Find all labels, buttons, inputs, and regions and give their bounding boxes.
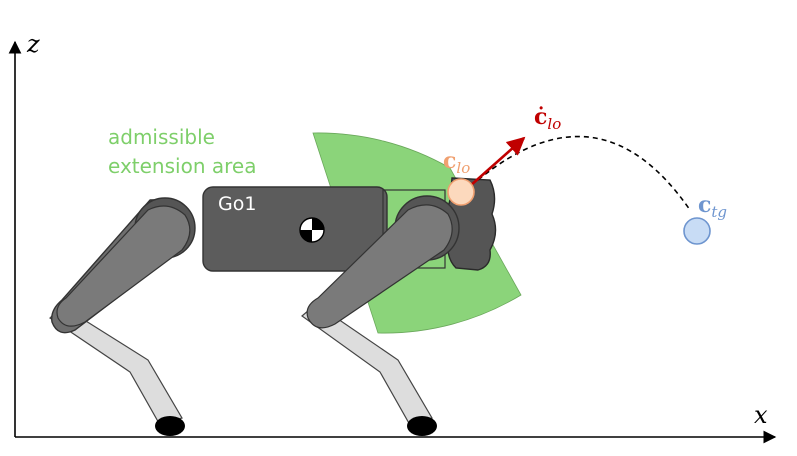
front-leg [301,195,460,436]
front-thigh [306,204,453,329]
rear-leg [49,197,196,436]
c-lo-base: c [443,148,456,174]
robot-body [202,186,388,272]
rear-foot [155,416,185,436]
rear-thigh [56,205,191,327]
c-lo-label: clo [443,148,470,177]
c-tg-base: c [698,192,711,218]
z-axis-label: z [26,30,40,58]
c-lo-dot-sub: lo [547,115,561,133]
trajectory [477,135,691,211]
c-tg-sub: tg [711,203,727,221]
velocity-arrow [469,136,526,187]
c-lo-dot-label: ċlo [534,104,561,133]
center-of-mass-icon [299,217,325,243]
c-tg-label: ctg [698,192,727,221]
lift-off-point [447,178,475,206]
robot-name: Go1 [218,193,256,215]
region-label-line2: extension area [108,154,256,178]
c-lo-dot-base: ċ [534,104,547,130]
x-axis-label: x [754,401,768,429]
c-lo-sub: lo [456,159,470,177]
front-foot [407,416,437,436]
target-point [683,217,711,245]
region-label-line1: admissible [108,125,215,149]
